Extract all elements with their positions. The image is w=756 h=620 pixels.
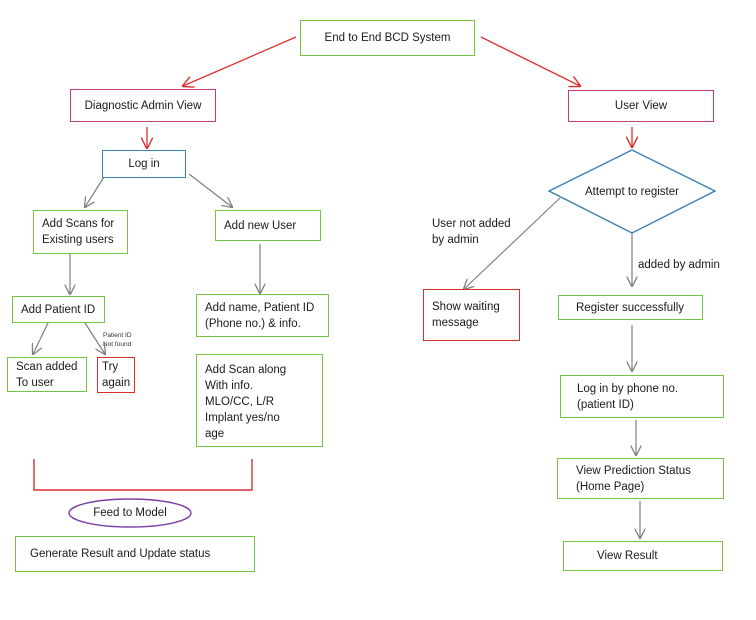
edge-root-to-user bbox=[480, 36, 580, 86]
merge-bracket bbox=[33, 459, 253, 491]
added-by-admin-label: added by admin bbox=[638, 259, 720, 271]
scan-added-node: Scan added To user bbox=[7, 357, 87, 392]
feed-to-model-label: Feed to Model bbox=[93, 507, 167, 519]
edge-attempt-to-waiting bbox=[464, 197, 561, 289]
edge-patientid-to-tryagain bbox=[84, 322, 105, 354]
feed-to-model-ellipse bbox=[68, 498, 192, 528]
add-new-user-node: Add new User bbox=[215, 210, 321, 241]
edge-login-to-addscans bbox=[85, 176, 105, 207]
generate-result-node: Generate Result and Update status bbox=[15, 536, 255, 572]
diagnostic-admin-view-node: Diagnostic Admin View bbox=[70, 89, 216, 122]
edge-patientid-to-scanadded bbox=[33, 322, 49, 354]
register-successfully-node: Register successfully bbox=[558, 295, 703, 320]
attempt-register-label: Attempt to register bbox=[585, 186, 679, 198]
add-scan-info-node: Add Scan along With info. MLO/CC, L/R Im… bbox=[196, 354, 323, 447]
add-scans-existing-node: Add Scans for Existing users bbox=[33, 210, 128, 254]
patient-not-found-label: Patient ID Not found bbox=[103, 332, 132, 348]
edge-root-to-admin bbox=[183, 36, 297, 86]
view-prediction-status-node: View Prediction Status (Home Page) bbox=[557, 458, 724, 499]
add-patient-id-node: Add Patient ID bbox=[12, 296, 105, 323]
try-again-node: Try again bbox=[97, 357, 135, 393]
user-view-node: User View bbox=[568, 90, 714, 122]
user-not-added-label: User not added by admin bbox=[432, 218, 511, 246]
edge-login-to-addnewuser bbox=[188, 173, 232, 207]
show-waiting-node: Show waiting message bbox=[423, 289, 520, 341]
login-node: Log in bbox=[102, 150, 186, 178]
root-node: End to End BCD System bbox=[300, 20, 475, 56]
login-by-phone-node: Log in by phone no. (patient ID) bbox=[560, 375, 724, 418]
add-name-node: Add name, Patient ID (Phone no.) & info. bbox=[196, 294, 329, 337]
view-result-node: View Result bbox=[563, 541, 723, 571]
